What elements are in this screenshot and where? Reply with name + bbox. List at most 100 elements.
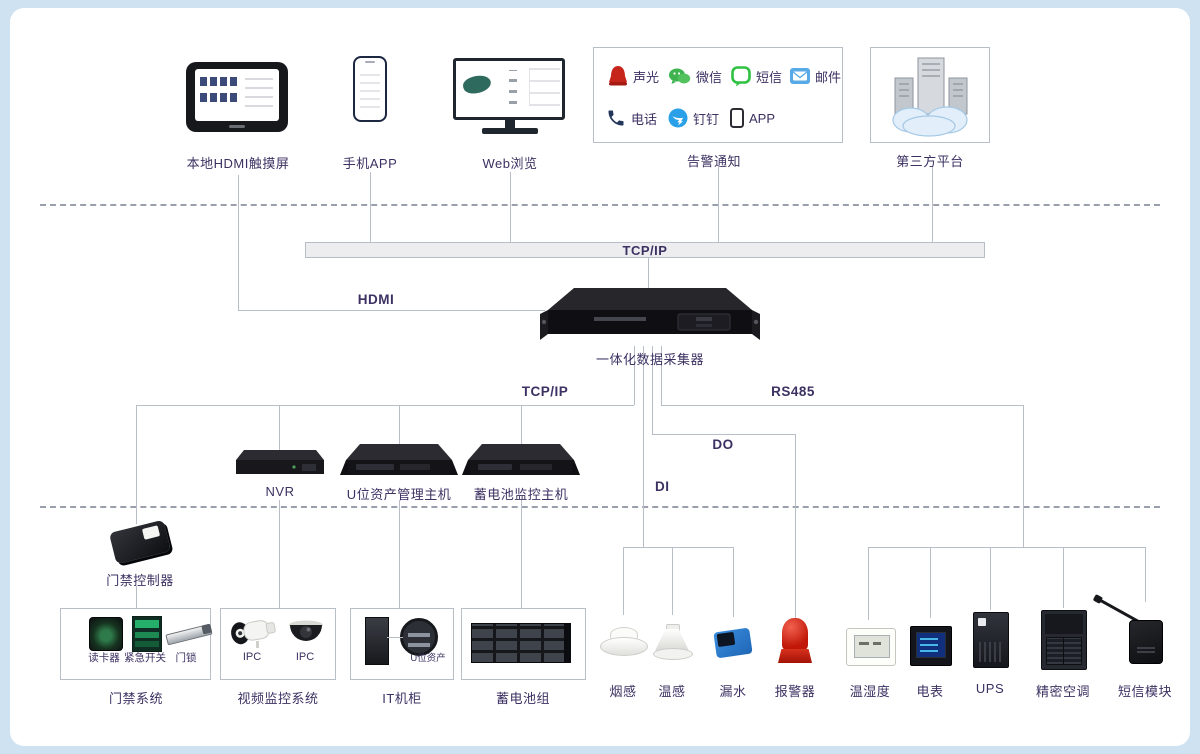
rs485-link-label: RS485 <box>771 384 815 399</box>
it-cabinet-icon <box>365 617 389 665</box>
connector-line <box>932 167 933 242</box>
connector-line <box>648 258 649 288</box>
battery-pack-icon <box>471 623 571 663</box>
smoke-sensor-icon <box>599 627 648 657</box>
connector-line <box>623 547 624 615</box>
battery-host-node <box>462 442 580 487</box>
channel-label: 声光 <box>633 69 660 85</box>
alarm-channel-wechat: 微信 <box>668 64 722 88</box>
water-leak-node <box>713 627 753 659</box>
dingtalk-icon <box>668 108 688 128</box>
battery-pack-box <box>461 608 586 680</box>
temp-sensor-icon <box>652 624 693 662</box>
web-browser-node <box>453 58 567 136</box>
emergency-switch-icon <box>132 616 162 652</box>
connector-line <box>136 586 137 608</box>
connector-line <box>868 547 869 620</box>
card-reader-label: 读卡器 <box>88 652 120 664</box>
alarm-channel-phone: 电话 <box>606 106 657 130</box>
connector-line <box>1063 547 1064 608</box>
connector-line <box>990 547 991 610</box>
u-asset-host-label: U位资产管理主机 <box>346 487 452 502</box>
u-asset-tag-label: U位资产 <box>410 653 446 664</box>
monitor-base <box>482 128 538 134</box>
tcpip-bus-bar: TCP/IP <box>305 242 985 258</box>
connector-line <box>1145 547 1146 602</box>
web-browser-label: Web浏览 <box>482 156 538 171</box>
card-reader-icon <box>89 617 123 651</box>
temp-humidity-node <box>846 628 896 666</box>
battery-pack-label: 蓄电池组 <box>495 691 551 706</box>
third-party-label: 第三方平台 <box>896 154 964 169</box>
smoke-sensor-node <box>599 627 648 657</box>
access-controller-label: 门禁控制器 <box>106 573 174 588</box>
alarm-siren-node <box>777 618 813 664</box>
connector-line <box>930 547 931 618</box>
water-leak-icon <box>713 627 753 659</box>
ups-icon <box>973 612 1009 668</box>
nvr-node <box>234 448 326 483</box>
monitor-stand <box>505 120 515 128</box>
connector-line <box>279 405 280 450</box>
alarm-channel-sms: 短信 <box>731 64 782 88</box>
connector-line <box>399 500 400 608</box>
tablet-content <box>200 93 240 102</box>
temp-sensor-label: 温感 <box>658 684 686 699</box>
connector-line <box>733 547 734 617</box>
phone-icon <box>608 110 624 126</box>
temp-sensor-node <box>652 624 693 662</box>
monitor-icon <box>453 58 567 136</box>
tcpip-bus-label: TCP/IP <box>622 242 668 258</box>
connector-line <box>370 172 371 242</box>
precision-ac-node <box>1041 610 1087 670</box>
water-leak-label: 漏水 <box>719 684 747 699</box>
nvr-label: NVR <box>265 484 295 499</box>
smartphone-icon <box>353 56 387 122</box>
connector-line <box>661 346 662 405</box>
video-system-box <box>220 608 336 680</box>
connector-line <box>718 167 719 242</box>
hdmi-link-label: HDMI <box>357 292 395 307</box>
u-asset-host-node <box>340 442 458 487</box>
connector-line <box>672 547 673 615</box>
tablet-screen <box>195 69 279 121</box>
wechat-icon <box>669 68 691 84</box>
connector-line <box>643 346 644 547</box>
connector-line <box>1023 405 1024 547</box>
video-system-label: 视频监控系统 <box>237 691 319 706</box>
hdmi-screen-label: 本地HDMI触摸屏 <box>186 156 290 171</box>
connector-line <box>279 500 280 608</box>
connector-line <box>795 434 796 618</box>
alarm-notify-label: 告警通知 <box>686 154 742 169</box>
server-device-icon <box>462 444 580 475</box>
monitor-ui-icons <box>509 70 517 104</box>
phone-content <box>360 68 380 108</box>
tablet-icon <box>186 62 288 132</box>
battery-host-label: 蓄电池监控主机 <box>473 487 569 502</box>
ipc-label: IPC <box>295 651 315 663</box>
tablet-content <box>200 77 240 86</box>
channel-label: APP <box>749 110 776 126</box>
alarm-channel-app: APP <box>730 106 775 130</box>
connector-line <box>521 405 522 444</box>
connector-line <box>510 172 511 242</box>
connector-line <box>136 405 137 524</box>
power-meter-icon <box>910 626 952 666</box>
mobile-app-label: 手机APP <box>342 156 398 171</box>
app-icon <box>730 108 744 128</box>
dashed-separator-top <box>40 204 1160 206</box>
connector-line <box>136 405 634 406</box>
channel-label: 电话 <box>631 111 658 127</box>
connector-line <box>399 405 400 444</box>
collector-node <box>538 286 762 351</box>
door-lock-label: 门锁 <box>175 652 197 664</box>
alarm-channel-email: 邮件 <box>790 64 841 88</box>
channel-label: 钉钉 <box>693 111 720 127</box>
alarm-siren-icon <box>777 618 813 664</box>
collector-device-icon <box>540 288 760 340</box>
sms-icon <box>731 65 751 86</box>
temp-humidity-label: 温湿度 <box>849 684 891 699</box>
dome-camera-icon <box>289 620 323 641</box>
server-device-icon <box>340 444 458 475</box>
channel-label: 微信 <box>696 69 723 85</box>
